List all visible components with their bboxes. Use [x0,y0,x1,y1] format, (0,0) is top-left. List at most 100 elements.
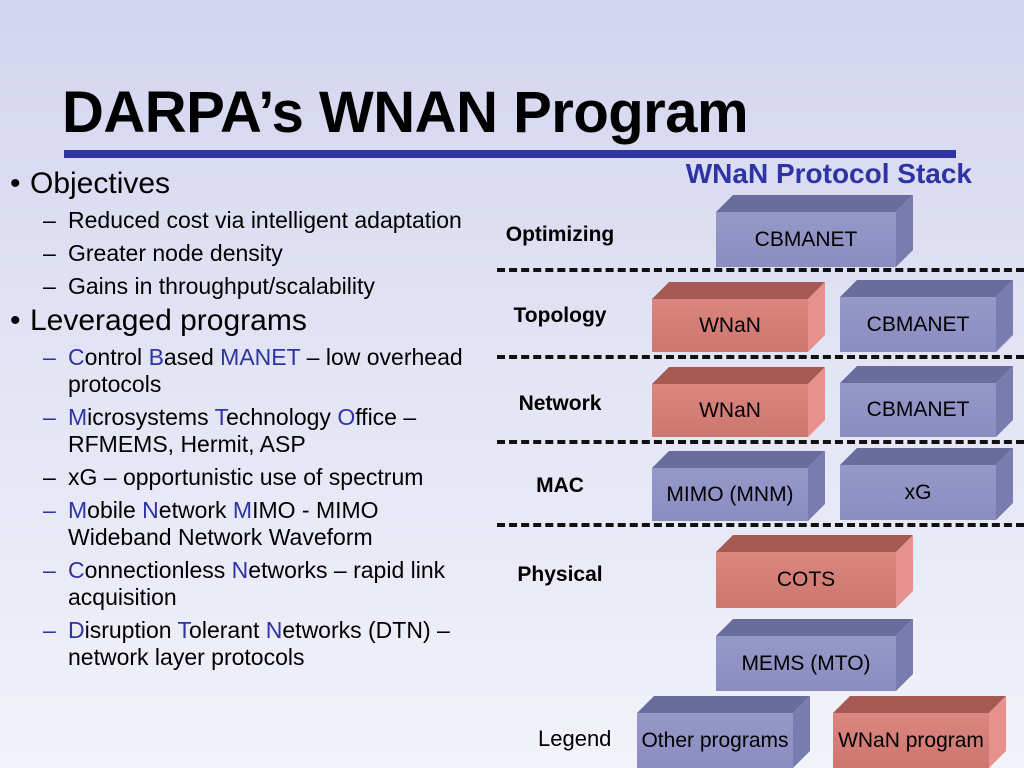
initial-o: O [337,404,356,430]
sub-bullet-connectionless: –Connectionless Networks – rapid link ac… [10,557,478,611]
dash: – [43,464,56,490]
box-optimizing-cbmanet: CBMANET [716,195,913,267]
text: olerant [189,617,266,643]
box-mac-mimo: MIMO (MNM) [652,451,825,521]
layer-label-optimizing: Optimizing [505,223,615,246]
initial-t: T [214,404,227,430]
box-top-face [716,619,913,636]
box-network-cbmanet: CBMANET [840,366,1013,437]
text: icrosystems [87,404,215,430]
text: ontrol [84,344,149,370]
dash: – [43,273,56,299]
sub-bullet-reduced-cost: –Reduced cost via intelligent adaptation [10,207,478,234]
layer-divider [497,440,1024,444]
layer-label-topology: Topology [513,304,607,327]
bullet-leveraged-text: Leveraged programs [30,304,307,337]
title-underline [64,150,956,158]
dash: – [43,344,56,370]
text: obile [87,497,143,523]
initial-n: N [231,557,249,583]
text: isruption [84,617,178,643]
layer-label-network: Network [518,392,602,415]
initial-c: C [68,344,85,370]
sub-bullet-mto: –Microsystems Technology Office – RFMEMS… [10,404,478,458]
box-side-face [808,367,825,437]
initial-b: B [148,344,164,370]
text: etwork [158,497,233,523]
sub-bullet-cbmanet: –Control Based MANET – low overhead prot… [10,344,478,398]
initial-t: T [177,617,190,643]
box-physical-cots: COTS [716,535,913,608]
legend-other-programs: Other programs [637,696,810,768]
dash: – [43,240,56,266]
bullet-leveraged: •Leveraged programs [10,304,490,338]
bullet-objectives: • Objectives [10,167,490,201]
layer-label-physical: Physical [517,563,603,586]
sub-bullet-node-density: –Greater node density [10,240,478,267]
box-label: xG [840,465,996,520]
box-topology-cbmanet: CBMANET [840,280,1013,352]
box-side-face [793,696,810,768]
box-top-face [716,535,913,552]
text: etworks – rapid link acquisition [68,557,446,610]
text: ased [163,344,221,370]
box-label: MEMS (MTO) [716,636,896,691]
dash: – [43,207,56,233]
bullet-list: • Objectives –Reduced cost via intelligen… [10,163,490,671]
acronym-manet: MANET [220,344,301,370]
initial-m: M [68,497,88,523]
box-label: CBMANET [840,383,996,437]
layer-divider [497,268,1024,272]
box-label: WNaN [652,384,808,437]
box-side-face [896,195,913,267]
sub-bullet-dtn: –Disruption Tolerant Networks (DTN) – ne… [10,617,478,671]
initial-d: D [68,617,85,643]
box-mems: MEMS (MTO) [716,619,913,691]
layer-divider [497,523,1024,527]
sub-bullet-text: Gains in throughput/scalability [68,273,375,299]
text: echnology [226,404,338,430]
box-top-face [833,696,1006,713]
bullet-objectives-text: Objectives [30,167,171,200]
legend-label-other: Other programs [637,713,793,768]
dash: – [43,557,56,583]
text: IMO - MIMO Wideband Network Waveform [68,497,379,550]
box-label: WNaN [652,299,808,352]
dash: – [43,617,56,643]
box-side-face [989,696,1006,768]
box-label: MIMO (MNM) [652,468,808,521]
box-side-face [996,280,1013,352]
box-top-face [840,280,1013,297]
initial-n: N [142,497,159,523]
stack-title: WNaN Protocol Stack [685,158,972,189]
dash: – [43,497,56,523]
box-label: CBMANET [840,297,996,352]
box-top-face [652,367,825,384]
box-top-face [840,366,1013,383]
text: ffice – RFMEMS, Hermit, ASP [68,404,417,457]
sub-bullet-throughput: –Gains in throughput/scalability [10,273,478,300]
initial-m: M [68,404,88,430]
box-side-face [996,366,1013,437]
text: – low overhead protocols [68,344,463,397]
slide-title: DARPA’s WNAN Program [62,80,749,145]
sub-bullet-xg: –xG – opportunistic use of spectrum [10,464,478,491]
initial-n: N [265,617,283,643]
box-top-face [716,195,913,212]
box-label: COTS [716,552,896,608]
box-top-face [637,696,810,713]
bullet-dot: • [10,167,21,200]
legend-label: Legend [538,726,612,751]
sub-bullet-mnm: –Mobile Network MIMO - MIMO Wideband Net… [10,497,478,551]
box-network-wnan: WNaN [652,367,825,437]
box-mac-xg: xG [840,448,1013,520]
box-side-face [896,619,913,691]
box-side-face [808,451,825,521]
box-label: CBMANET [716,212,896,267]
box-side-face [896,535,913,608]
box-top-face [652,451,825,468]
layer-label-mac: MAC [536,474,584,497]
initial-m: M [232,497,253,523]
box-side-face [808,282,825,352]
text: onnectionless [84,557,232,583]
